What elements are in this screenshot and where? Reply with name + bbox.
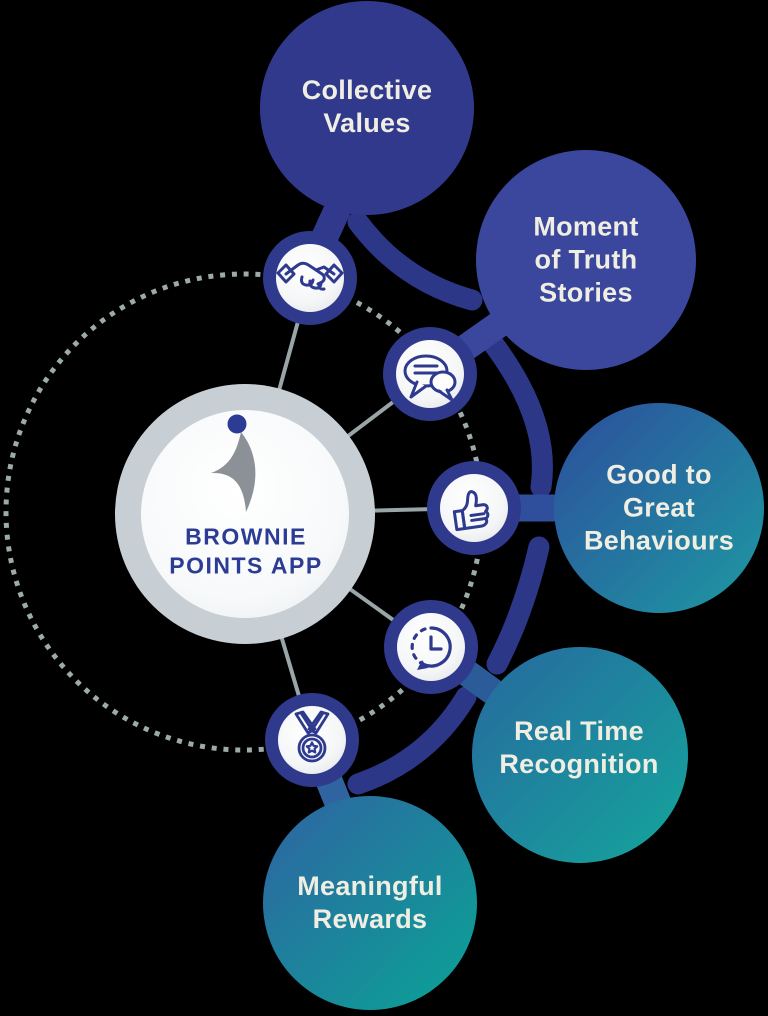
- thumbs-up-icon: [452, 490, 490, 532]
- orbit-dotted-ring: [3, 271, 485, 753]
- label-good-to-great: Good to Great Behaviours: [583, 459, 735, 556]
- label-collective-values: Collective Values: [301, 75, 433, 138]
- label-moment-of-truth: Moment of Truth Stories: [533, 211, 639, 308]
- brand-title: BROWNIE POINTS APP: [169, 523, 323, 578]
- brand-logo-icon: [211, 414, 256, 512]
- clock-history-icon: [410, 626, 452, 670]
- chat-bubbles-icon: [403, 354, 457, 402]
- label-real-time-recognition: Real Time Recognition: [499, 716, 659, 779]
- node-collective-values: [260, 1, 474, 215]
- node-good-to-great: [554, 403, 764, 613]
- node-real-time: [472, 647, 688, 863]
- chat-badge: [383, 327, 477, 421]
- handshake-icon: [276, 261, 344, 291]
- bubble-connectors: [347, 211, 553, 795]
- clock-badge: [384, 600, 478, 694]
- handshake-badge: [263, 231, 357, 325]
- icon-badges: [263, 231, 521, 787]
- thumbs-up-badge: [427, 461, 521, 555]
- node-meaningful-rewards: [263, 796, 477, 1010]
- medal-badge: [265, 693, 359, 787]
- node-moment-of-truth: [476, 150, 696, 370]
- medal-icon: [294, 710, 330, 763]
- center-node: [115, 384, 375, 644]
- label-meaningful-rewards: Meaningful Rewards: [297, 871, 443, 934]
